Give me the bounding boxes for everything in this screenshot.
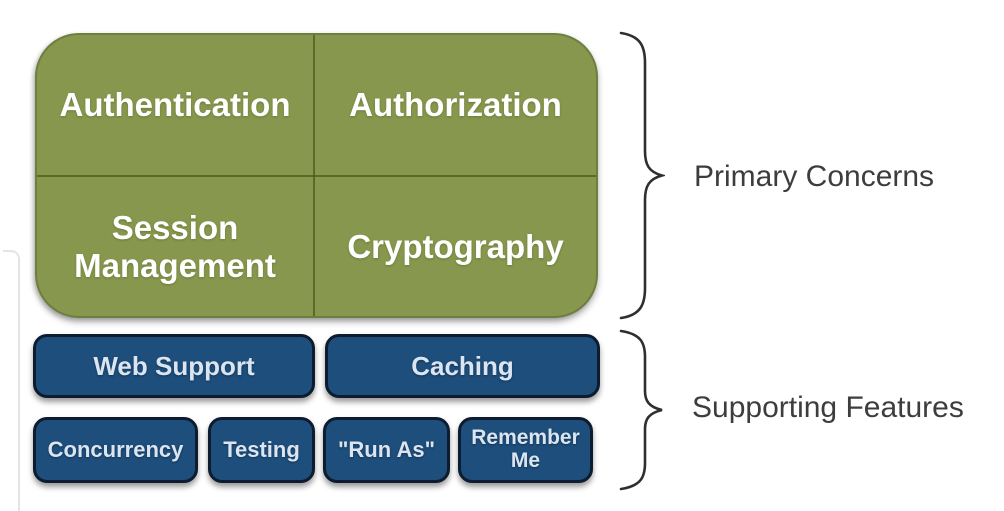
- feature-web-support: Web Support: [33, 334, 315, 398]
- primary-concerns-panel: Authentication Authorization Session Man…: [35, 33, 598, 318]
- horizontal-divider: [37, 175, 596, 177]
- cell-authorization: Authorization: [349, 86, 562, 124]
- feature-caching: Caching: [325, 334, 600, 398]
- primary-concerns-brace: [619, 31, 665, 320]
- cell-cryptography: Cryptography: [347, 227, 564, 265]
- feature-remember-me: Remember Me: [458, 417, 593, 483]
- feature-concurrency: Concurrency: [33, 417, 198, 483]
- cell-session-management: Session Management: [74, 208, 276, 284]
- feature-testing: Testing: [208, 417, 315, 483]
- cell-authentication: Authentication: [59, 86, 291, 124]
- supporting-features-brace: [619, 329, 663, 491]
- primary-concerns-label: Primary Concerns: [694, 160, 935, 193]
- feature-run-as: "Run As": [323, 417, 450, 483]
- left-edge-artifact: [3, 250, 20, 511]
- supporting-features-label: Supporting Features: [692, 391, 964, 424]
